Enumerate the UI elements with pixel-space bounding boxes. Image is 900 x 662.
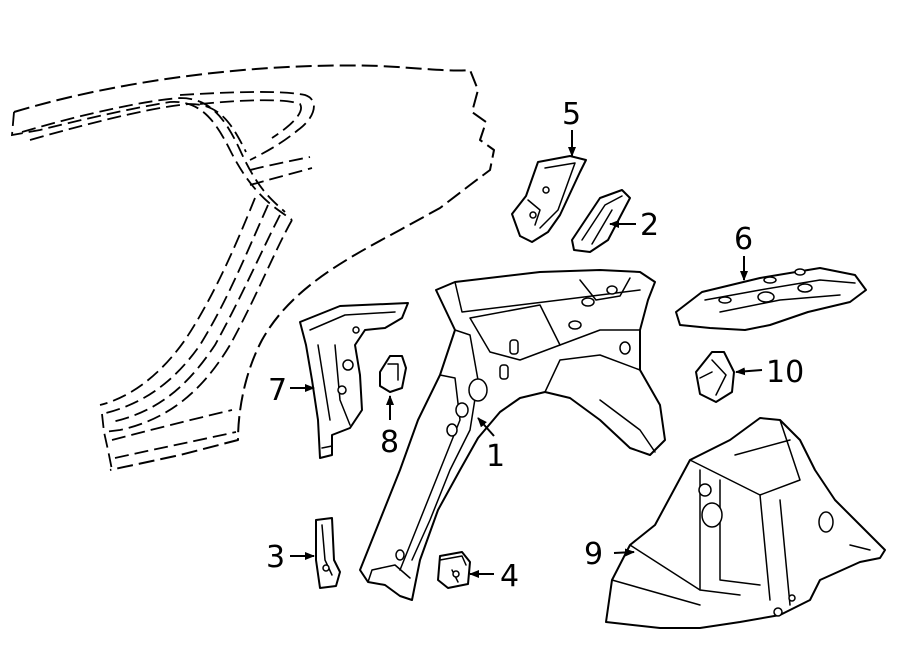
callout-3: 3 [266, 540, 285, 575]
part-9-wheelhouse-panel [605, 417, 886, 629]
callout-labels: 1 2 3 4 5 6 7 8 9 10 [266, 97, 804, 594]
part-3-bracket [315, 517, 341, 589]
part-10-bracket [695, 351, 735, 403]
part-1-inner-quarter-panel [359, 269, 666, 601]
callout-arrows [290, 130, 763, 578]
callout-10: 10 [766, 355, 804, 390]
callout-8: 8 [380, 425, 399, 460]
callout-4: 4 [500, 559, 519, 594]
part-2-bracket [571, 189, 631, 253]
callout-6: 6 [734, 222, 753, 257]
callout-1: 1 [486, 439, 505, 474]
quarter-panel-outline [11, 64, 495, 471]
callout-2: 2 [640, 208, 659, 243]
part-6-extension-panel [675, 267, 867, 331]
part-5-bracket [511, 155, 587, 243]
callout-9: 9 [584, 537, 603, 572]
part-4-bracket [437, 551, 471, 589]
part-8-clip [379, 355, 407, 393]
callout-5: 5 [562, 97, 581, 132]
part-7-reinforcement [299, 302, 409, 459]
callout-7: 7 [268, 373, 287, 408]
